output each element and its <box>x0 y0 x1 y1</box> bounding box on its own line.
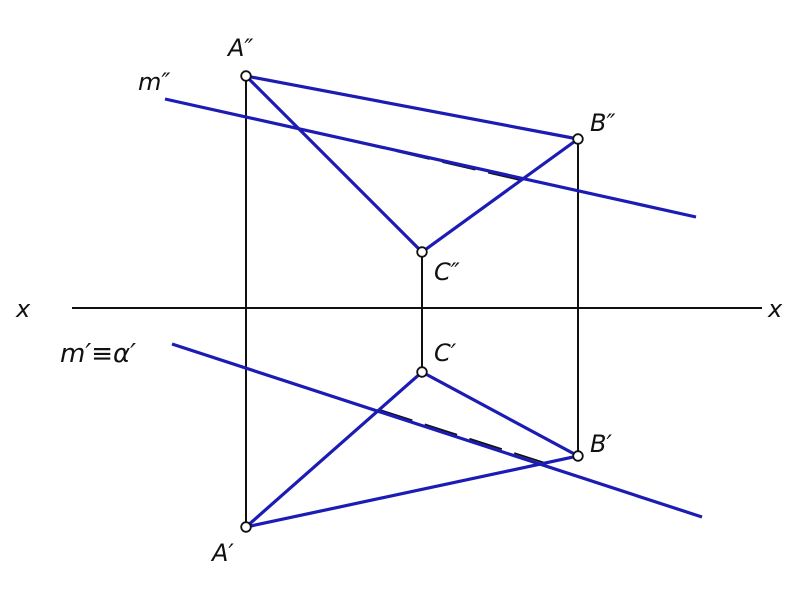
label-b-front: B″ <box>590 109 615 137</box>
label-c-front: C″ <box>434 258 460 286</box>
hidden-edge-top <box>379 409 546 464</box>
point-b-top <box>572 450 584 462</box>
point-a-top <box>240 521 252 533</box>
label-m-front: m″ <box>138 68 170 96</box>
triangle-front <box>241 73 579 255</box>
label-c-top: C′ <box>434 339 457 367</box>
point-b-front <box>572 133 584 145</box>
label-a-top: A′ <box>210 539 234 567</box>
label-a-front: A″ <box>226 34 253 62</box>
line-m-front <box>164 97 697 219</box>
label-m-top: m′≡α′ <box>60 339 136 369</box>
triangle-top <box>244 370 583 529</box>
point-c-front <box>416 246 428 258</box>
point-c-top <box>416 366 428 378</box>
label-axis-right: x <box>767 295 783 323</box>
line-m-top <box>171 342 703 519</box>
label-b-top: B′ <box>590 430 612 458</box>
point-a-front <box>240 70 252 82</box>
label-axis-left: x <box>15 295 31 323</box>
